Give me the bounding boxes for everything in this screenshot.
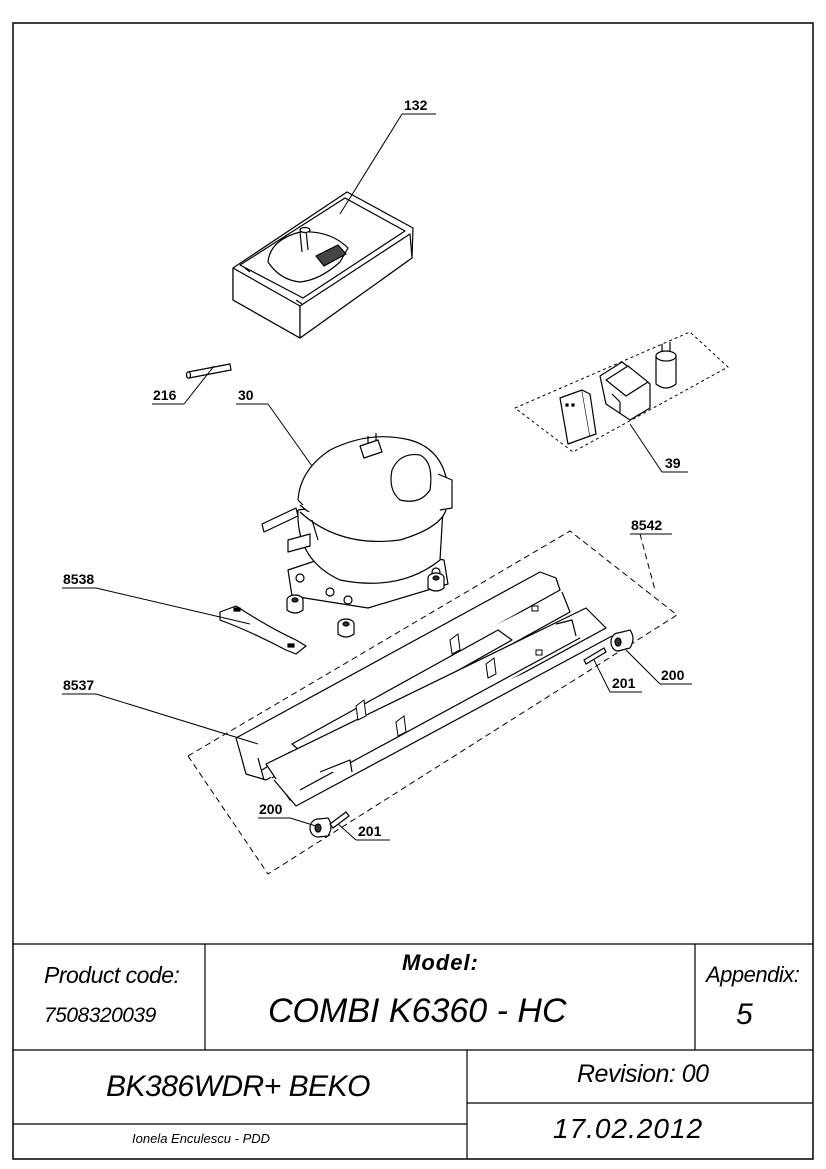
leader-201-bottom — [337, 823, 357, 841]
author-name: Ionela Enculescu - PDD — [132, 1131, 271, 1146]
product-name: BK386WDR+ BEKO — [106, 1070, 370, 1103]
foot-and-pin-right-drawing — [583, 629, 634, 665]
part-label-200-bottom: 200 — [259, 801, 283, 817]
leader-8538 — [95, 587, 251, 625]
title-block-grid — [13, 943, 813, 1159]
part-label-216: 216 — [153, 387, 177, 403]
relay-capacitor-drawing — [559, 342, 677, 445]
model-value: COMBI K6360 - HC — [268, 992, 567, 1030]
compressor-cover-drawing — [232, 191, 414, 339]
product-code-label: Product code: — [44, 962, 180, 988]
appendix-label: Appendix: — [706, 962, 800, 987]
part-label-8538: 8538 — [63, 571, 94, 587]
relay-set-outline — [514, 331, 729, 453]
leader-201-right — [593, 659, 611, 693]
leader-132 — [339, 113, 403, 215]
part-label-8537: 8537 — [63, 677, 94, 693]
part-label-201-right: 201 — [612, 675, 636, 691]
part-label-8542: 8542 — [631, 517, 662, 533]
part-label-201-bottom: 201 — [358, 823, 382, 839]
base-plate-outline — [187, 530, 678, 875]
leader-8537 — [95, 693, 259, 745]
part-label-30: 30 — [238, 387, 254, 403]
leader-8542 — [639, 533, 656, 591]
compressor-drawing — [261, 433, 453, 609]
clamp-drawing — [219, 605, 307, 655]
leader-39 — [629, 423, 663, 473]
model-label: Model: — [402, 950, 479, 975]
revision-date: 17.02.2012 — [553, 1113, 704, 1144]
revision-label: Revision: 00 — [577, 1060, 709, 1088]
leader-200-right — [625, 649, 661, 685]
leader-30 — [267, 403, 313, 467]
product-code-value: 7508320039 — [44, 1004, 156, 1027]
leader-216 — [183, 365, 215, 405]
foot-and-pin-bottom-drawing — [309, 811, 350, 838]
grommets-drawing — [286, 572, 445, 638]
pipe-drawing — [185, 363, 232, 379]
part-label-132: 132 — [404, 97, 428, 113]
drawing-frame — [12, 22, 814, 1160]
part-label-200-right: 200 — [661, 667, 685, 683]
base-rails-drawing — [235, 571, 613, 807]
appendix-value: 5 — [736, 998, 753, 1031]
part-label-39: 39 — [665, 455, 681, 471]
leader-200-bottom — [289, 817, 317, 827]
rail-clips-drawing — [355, 605, 543, 737]
